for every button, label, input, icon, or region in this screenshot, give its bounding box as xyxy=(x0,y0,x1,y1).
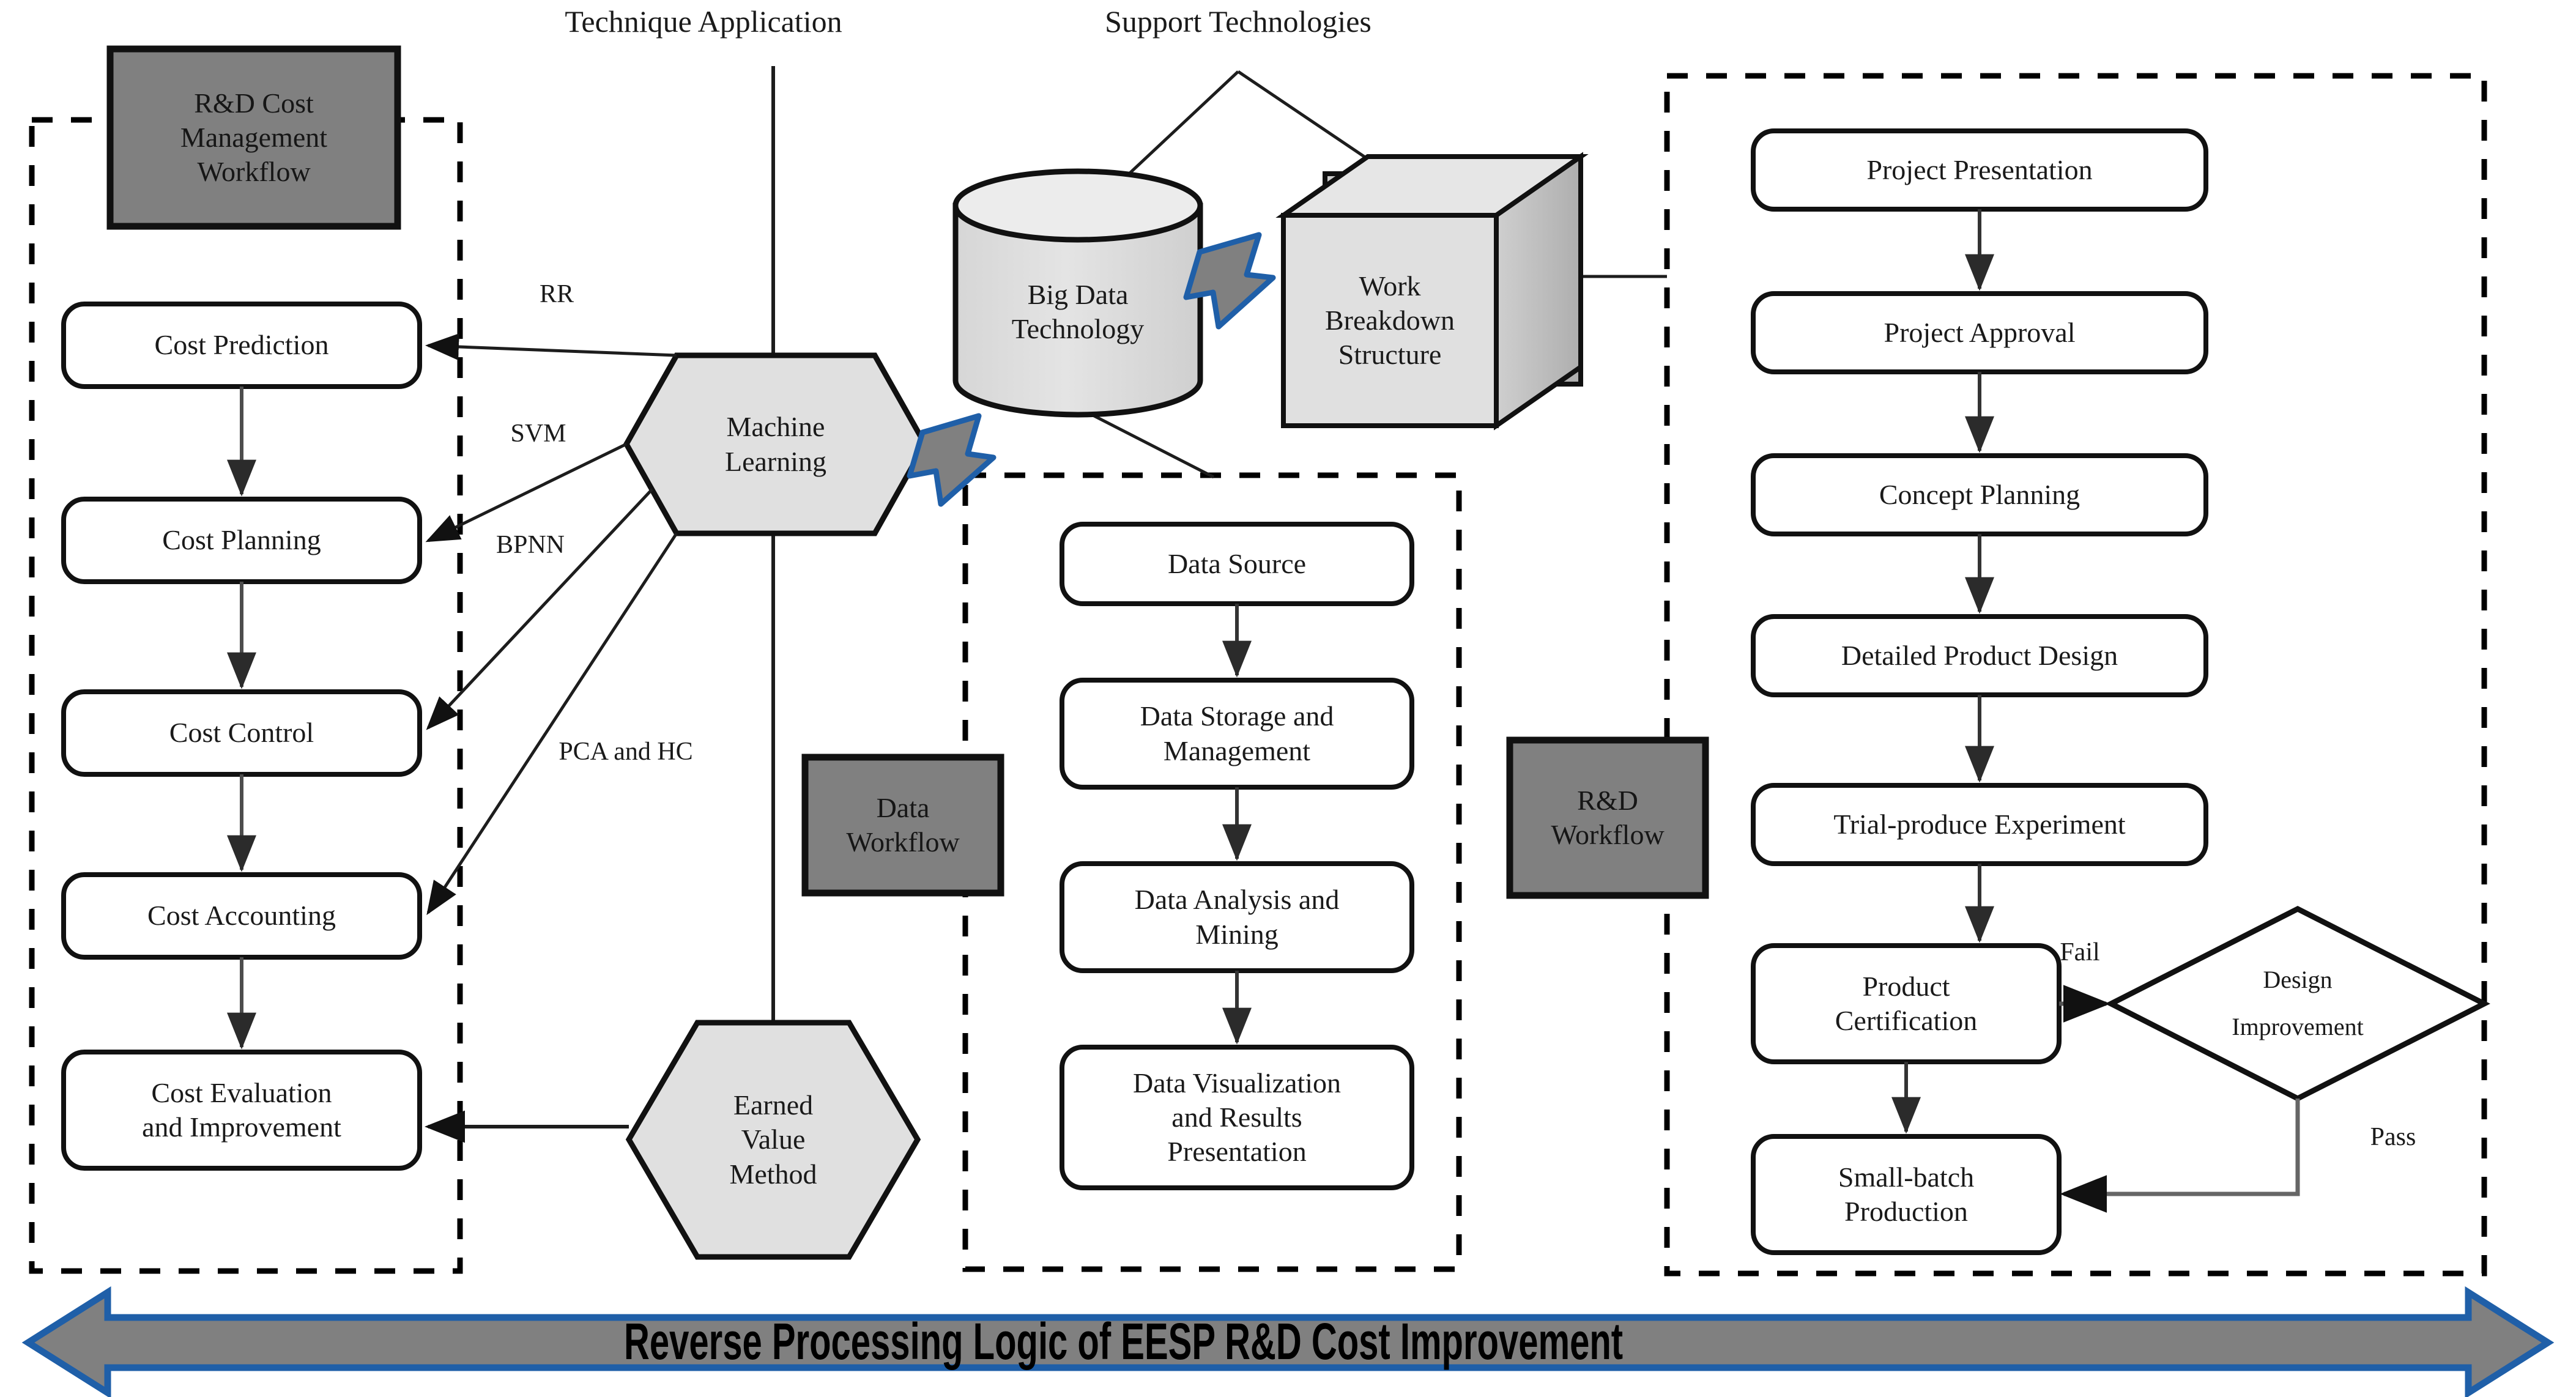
machine-learning-hexagon xyxy=(623,352,929,536)
group-label-box-data-workflow xyxy=(801,754,1004,897)
edge-pass-to-smallbatch xyxy=(2060,1099,2300,1213)
rd-workflow-connectors xyxy=(1891,209,1994,1134)
wbs-cube xyxy=(1275,152,1589,431)
earned-value-hexagon xyxy=(625,1020,921,1260)
rd-workflow-boxes xyxy=(1751,128,2208,1255)
support-arrow-to-machinelearning xyxy=(907,413,997,507)
ml-technique-edges xyxy=(425,333,678,916)
group-box-rd-workflow xyxy=(1664,73,2487,1277)
big-data-cylinder xyxy=(952,168,1203,418)
edge-bpnn xyxy=(426,488,653,730)
support-arrow-to-bigdata xyxy=(1183,232,1276,330)
data-workflow-boxes xyxy=(1060,522,1414,1190)
design-improvement-diamond xyxy=(2105,905,2490,1102)
edge-pca-hc xyxy=(426,532,678,916)
bottom-banner-arrow xyxy=(21,1286,2555,1397)
group-label-box-cost-management xyxy=(106,45,401,230)
banner-title: Reverse Processing Logic of EESP R&D Cos… xyxy=(624,1313,1624,1371)
edge-rr xyxy=(425,333,677,360)
edge-svm xyxy=(425,442,628,543)
group-label-box-rd-workflow xyxy=(1506,736,1709,899)
